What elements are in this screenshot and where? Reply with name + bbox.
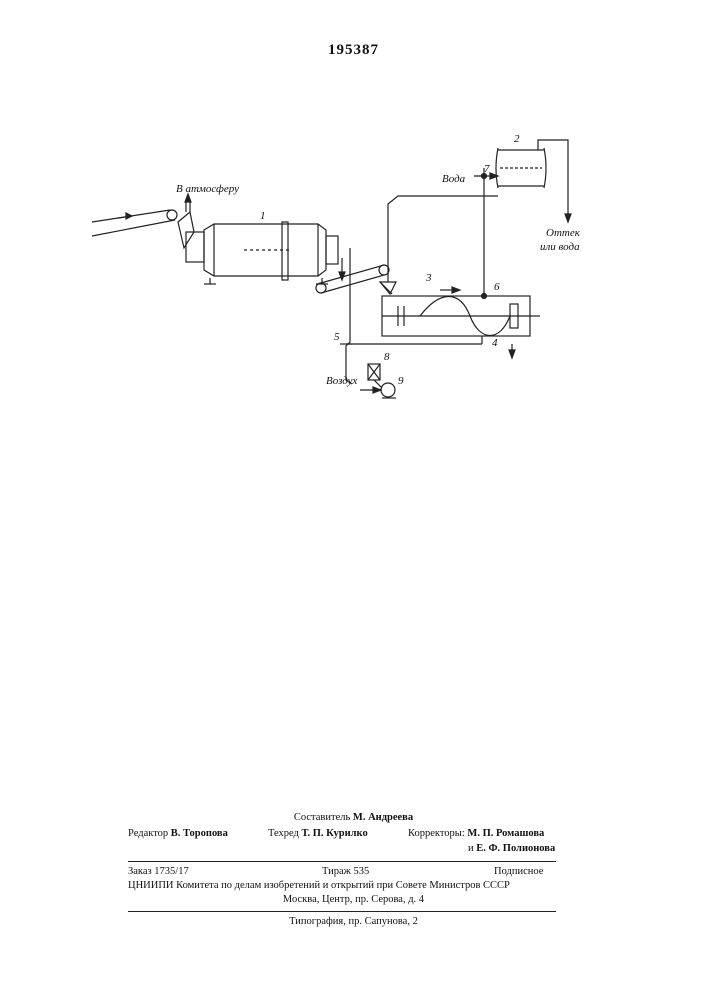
organization-line: ЦНИИПИ Комитета по делам изобретений и о… [128, 880, 510, 891]
process-schematic: В атмосферу Вода Оттек или вода Воздух 1… [0, 0, 707, 440]
divider [128, 911, 556, 912]
techred-name: Т. П. Курилко [302, 828, 368, 839]
address-line: Москва, Центр, пр. Серова, д. 4 [0, 894, 707, 905]
water-tank-2 [496, 140, 571, 222]
corrector-1: М. П. Ромашова [467, 828, 544, 839]
corrector-2: Е. Ф. Полионова [476, 843, 555, 854]
callout-6: 6 [494, 281, 500, 293]
printing-house: Типография, пр. Сапунова, 2 [0, 916, 707, 927]
callout-8: 8 [384, 351, 390, 363]
correctors-line: Корректоры: М. П. Ромашова [408, 828, 544, 839]
correctors-label: Корректоры: [408, 828, 465, 839]
compiler-name: М. Андреева [353, 812, 413, 823]
label-to-atmosphere: В атмосферу [176, 183, 239, 195]
label-drain-2: или вода [540, 241, 580, 253]
air-filter-8 [368, 364, 382, 388]
editor-label: Редактор [128, 828, 168, 839]
compiler-label: Составитель [294, 812, 350, 823]
circulation: Тираж 535 [322, 866, 369, 877]
editor-line: Редактор В. Торопова [128, 828, 228, 839]
callout-4: 4 [492, 337, 498, 349]
callout-1: 1 [260, 210, 266, 222]
feed-conveyor [92, 210, 177, 236]
subscription: Подписное [494, 866, 543, 877]
techred-line: Техред Т. П. Курилко [268, 828, 368, 839]
corrector-2-line: и Е. Ф. Полионова [468, 843, 555, 854]
label-air: Воздух [326, 375, 357, 387]
callout-5: 5 [334, 331, 340, 343]
compressor-9 [360, 383, 396, 398]
order-number: Заказ 1735/17 [128, 866, 189, 877]
compiler-line: Составитель М. Андреева [0, 812, 707, 823]
transfer-conveyor [316, 258, 396, 294]
label-drain-1: Оттек [546, 227, 581, 239]
divider [128, 861, 556, 862]
callout-2: 2 [514, 133, 520, 145]
callout-3: 3 [425, 272, 432, 284]
callout-7: 7 [484, 163, 490, 175]
rotary-drum-1 [186, 222, 338, 284]
techred-label: Техред [268, 828, 299, 839]
water-line [388, 168, 498, 296]
screw-trough-3 [382, 287, 540, 358]
corrector-2-prefix: и [468, 843, 474, 854]
editor-name: В. Торопова [171, 828, 228, 839]
label-water: Вода [442, 173, 466, 185]
callout-9: 9 [398, 375, 404, 387]
